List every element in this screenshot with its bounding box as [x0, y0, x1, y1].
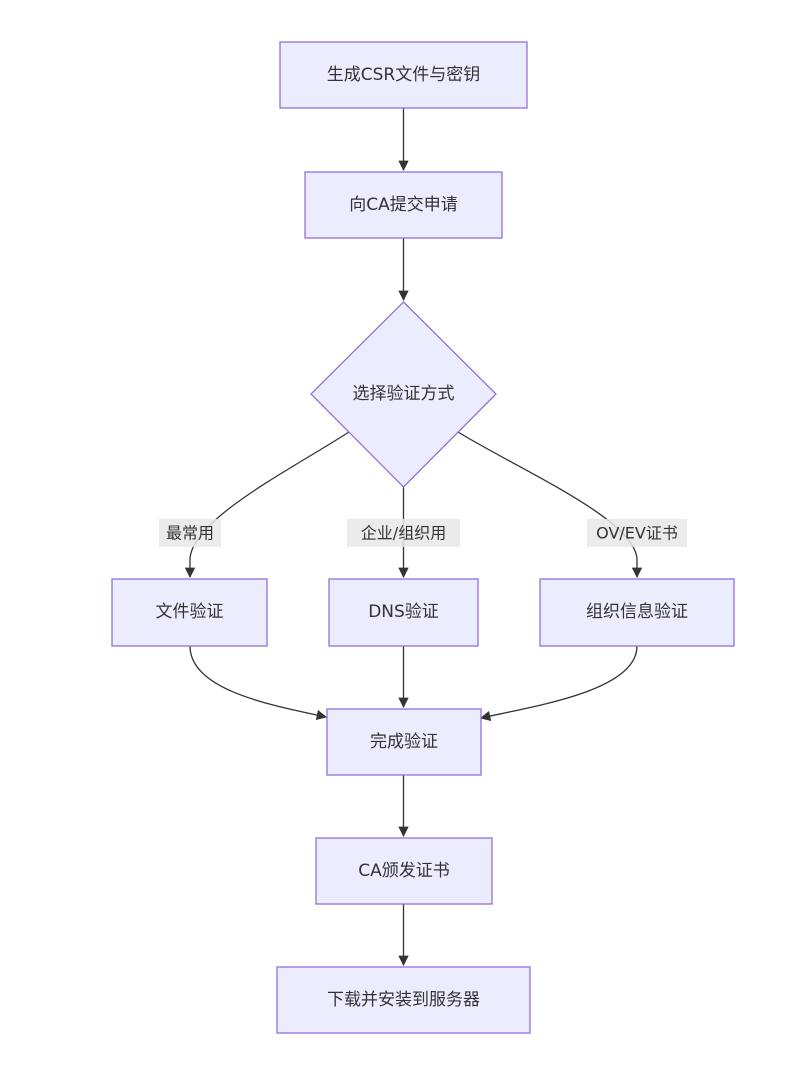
- edge-choose-to-org: [457, 431, 643, 579]
- node-ca-issue: CA颁发证书: [315, 837, 493, 905]
- node-download-install-label: 下载并安装到服务器: [327, 990, 480, 1010]
- node-dns-validation: DNS验证: [328, 578, 479, 647]
- node-dns-validation-label: DNS验证: [368, 602, 439, 622]
- node-submit-to-ca-label: 向CA提交申请: [349, 195, 458, 215]
- edge-label-ov-ev: OV/EV证书: [587, 519, 687, 547]
- edge-label-most-common: 最常用: [159, 519, 221, 547]
- node-complete-validation-label: 完成验证: [370, 732, 438, 752]
- node-generate-csr-label: 生成CSR文件与密钥: [327, 65, 480, 85]
- node-file-validation-label: 文件验证: [156, 602, 224, 622]
- edge-org-to-complete: [479, 645, 638, 722]
- edge-file-to-complete: [189, 645, 328, 721]
- node-choose-method-label: 选择验证方式: [353, 384, 455, 404]
- edges: [184, 108, 643, 967]
- node-generate-csr: 生成CSR文件与密钥: [279, 41, 528, 109]
- node-ca-issue-label: CA颁发证书: [358, 861, 450, 881]
- edge-label-enterprise: 企业/组织用: [347, 519, 460, 547]
- node-submit-to-ca: 向CA提交申请: [304, 171, 503, 239]
- node-download-install: 下载并安装到服务器: [276, 966, 531, 1034]
- edge-label-most-common-text: 最常用: [166, 524, 214, 543]
- node-org-validation-label: 组织信息验证: [586, 602, 688, 622]
- node-choose-method: 选择验证方式: [310, 301, 497, 488]
- edge-choose-to-file: [184, 431, 350, 579]
- node-org-validation: 组织信息验证: [539, 578, 735, 647]
- edge-label-enterprise-text: 企业/组织用: [361, 524, 446, 543]
- edge-label-ov-ev-text: OV/EV证书: [596, 524, 678, 543]
- node-complete-validation: 完成验证: [326, 708, 482, 776]
- node-file-validation: 文件验证: [111, 578, 268, 647]
